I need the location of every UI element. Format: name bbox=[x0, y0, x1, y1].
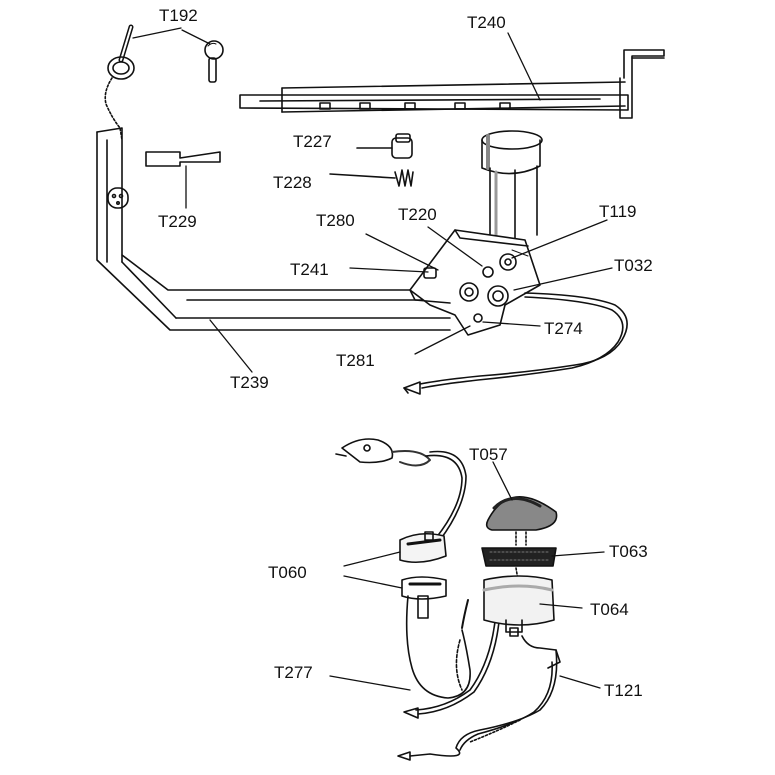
label-t277: T277 bbox=[274, 663, 313, 682]
control-plate-part bbox=[409, 229, 541, 336]
label-t032: T032 bbox=[614, 256, 653, 275]
label-t239: T239 bbox=[230, 373, 269, 392]
part-labels: T192 T240 T227 T228 T229 T280 T220 T119 … bbox=[158, 6, 653, 700]
t228-spring-part bbox=[329, 169, 414, 187]
t192-ball-pin-part bbox=[204, 40, 224, 83]
t057-cap-part bbox=[485, 496, 558, 546]
t121-power-cord-part bbox=[397, 635, 561, 761]
upright-post-part bbox=[481, 130, 543, 241]
t063-gasket-part bbox=[481, 547, 557, 581]
label-t119: T119 bbox=[599, 202, 637, 221]
t239-mounting-arm-part bbox=[96, 127, 456, 331]
label-t229: T229 bbox=[158, 212, 197, 231]
label-t064: T064 bbox=[590, 600, 629, 619]
t229-bracket-part bbox=[145, 151, 221, 167]
t060-controller-top-part bbox=[399, 531, 447, 564]
label-t060: T060 bbox=[268, 563, 307, 582]
label-t121: T121 bbox=[604, 681, 643, 700]
label-t192: T192 bbox=[159, 6, 198, 25]
t240-slide-rail-part bbox=[239, 49, 665, 119]
t227-knob-part bbox=[356, 133, 413, 159]
label-t063: T063 bbox=[609, 542, 648, 561]
lower-leader-lines bbox=[329, 461, 605, 691]
t064-motor-housing-part bbox=[482, 575, 555, 637]
label-t220: T220 bbox=[398, 205, 437, 224]
label-t228: T228 bbox=[273, 173, 312, 192]
t192-hitch-pin-part bbox=[104, 24, 135, 141]
upper-leader-lines bbox=[132, 27, 613, 373]
remote-plug-part bbox=[335, 438, 467, 541]
t277-control-cord-part bbox=[403, 595, 501, 719]
label-t281: T281 bbox=[336, 351, 375, 370]
label-t274: T274 bbox=[544, 319, 583, 338]
label-t241: T241 bbox=[290, 260, 329, 279]
label-t227: T227 bbox=[293, 132, 332, 151]
upper-power-cord-part bbox=[403, 292, 628, 395]
label-t057: T057 bbox=[469, 445, 508, 464]
label-t240: T240 bbox=[467, 13, 506, 32]
label-t280: T280 bbox=[316, 211, 355, 230]
t060-controller-bottom-part bbox=[401, 576, 447, 619]
